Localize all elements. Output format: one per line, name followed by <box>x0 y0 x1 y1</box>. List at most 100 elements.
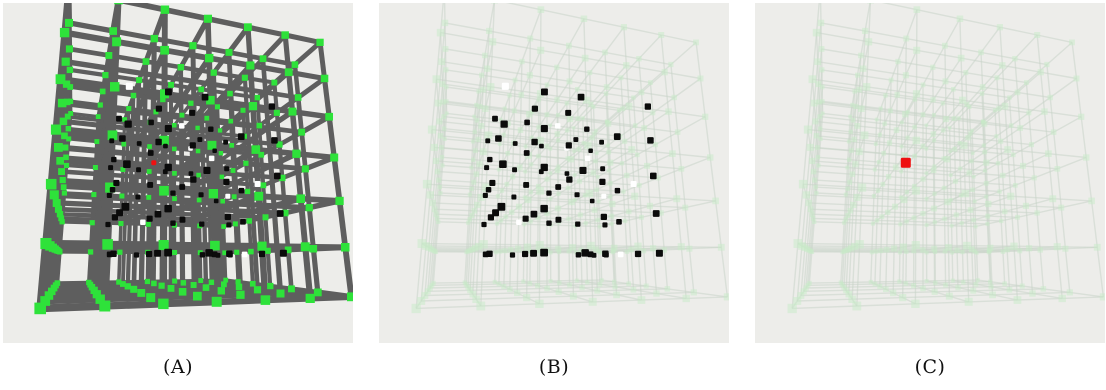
lattice-rod <box>871 223 874 253</box>
lattice-node <box>146 169 152 174</box>
lattice-rod <box>506 183 539 187</box>
lattice-rod <box>429 286 469 289</box>
lattice-rod <box>487 68 530 76</box>
lattice-rod <box>519 130 522 168</box>
lattice-rod <box>817 156 850 161</box>
lattice-rod <box>811 221 815 252</box>
lattice-node <box>817 19 825 27</box>
lattice-rod <box>430 194 482 199</box>
lattice-rod <box>528 199 572 203</box>
lattice-rod <box>949 175 952 201</box>
lattice-rod <box>709 157 717 201</box>
lattice-node <box>717 243 725 251</box>
lattice-rod <box>163 241 216 250</box>
lattice-rod <box>591 137 625 142</box>
lattice-rod <box>906 220 935 223</box>
lattice-node <box>985 221 990 226</box>
lattice-node <box>221 224 226 229</box>
lattice-rod <box>512 176 548 180</box>
lattice-node <box>64 162 70 168</box>
lattice-node <box>805 199 812 207</box>
lattice-rod <box>591 137 594 173</box>
lattice-rod <box>1000 141 1004 176</box>
lattice-node <box>981 143 986 148</box>
lattice-node <box>439 155 445 160</box>
lattice-node <box>50 124 62 135</box>
lattice-node <box>476 89 481 94</box>
lattice-rod <box>65 155 98 162</box>
lattice-node <box>868 279 873 285</box>
lattice-node <box>118 221 124 227</box>
lattice-node <box>227 90 233 97</box>
black-cube <box>164 163 172 172</box>
lattice-rod <box>440 192 470 196</box>
lattice-node <box>1069 39 1075 46</box>
lattice-node <box>803 285 809 291</box>
lattice-node <box>920 285 926 292</box>
lattice-rod <box>116 38 166 54</box>
lattice-node <box>288 107 297 116</box>
lattice-node <box>995 161 1001 166</box>
caption-a: (A) <box>162 356 194 378</box>
lattice-rod <box>812 160 856 165</box>
lattice-node <box>605 143 610 148</box>
lattice-rod <box>656 292 687 300</box>
lattice-rod <box>487 86 492 136</box>
lattice-rod <box>1020 127 1054 133</box>
lattice-node <box>145 221 151 227</box>
lattice-node <box>702 113 709 120</box>
lattice-rod <box>865 41 870 87</box>
lattice-node <box>1029 290 1036 297</box>
lattice-node <box>1002 281 1007 286</box>
lattice-node <box>968 131 973 136</box>
lattice-rod <box>849 150 853 183</box>
lattice-rod <box>914 217 945 220</box>
lattice-node <box>856 86 862 93</box>
lattice-node <box>516 164 523 171</box>
lattice-node <box>903 35 910 42</box>
lattice-rod <box>284 32 321 45</box>
lattice-node <box>548 171 553 176</box>
lattice-rod <box>820 138 849 143</box>
lattice-node <box>102 239 113 250</box>
lattice-rod <box>933 207 971 211</box>
lattice-node <box>664 286 671 292</box>
lattice-rod <box>569 283 600 286</box>
lattice-rod <box>247 126 270 144</box>
lattice-rod <box>529 9 542 39</box>
lattice-node <box>484 131 493 140</box>
lattice-rod <box>984 140 1002 153</box>
lattice-rod <box>632 97 636 126</box>
lattice-node <box>904 249 909 254</box>
lattice-node <box>177 64 185 71</box>
lattice-rod <box>442 164 472 169</box>
lattice-rod <box>538 98 567 104</box>
lattice-node <box>592 131 597 136</box>
lattice-rod <box>1002 251 1006 284</box>
lattice-rod <box>1049 77 1077 99</box>
lattice-rod <box>226 52 233 88</box>
lattice-rod <box>626 64 665 73</box>
white-cube <box>617 251 624 258</box>
lattice-rod <box>861 108 906 115</box>
lattice-node <box>524 196 532 204</box>
caption-c: (C) <box>914 356 946 378</box>
lattice-node <box>172 171 177 176</box>
lattice-node <box>219 174 225 180</box>
lattice-node <box>325 112 333 121</box>
lattice-node <box>845 290 853 298</box>
lattice-node <box>443 67 449 73</box>
black-cube <box>116 209 123 217</box>
lattice-rod <box>293 153 304 199</box>
lattice-node <box>932 164 937 169</box>
lattice-node <box>208 189 218 199</box>
lattice-node <box>471 245 479 252</box>
lattice-rod <box>437 170 477 175</box>
lattice-node <box>65 126 71 132</box>
lattice-node <box>843 287 849 294</box>
lattice-node <box>1078 113 1085 120</box>
lattice-rod <box>528 154 571 160</box>
lattice-rod <box>656 291 694 295</box>
lattice-rod <box>667 111 674 154</box>
lattice-rod <box>436 135 442 172</box>
